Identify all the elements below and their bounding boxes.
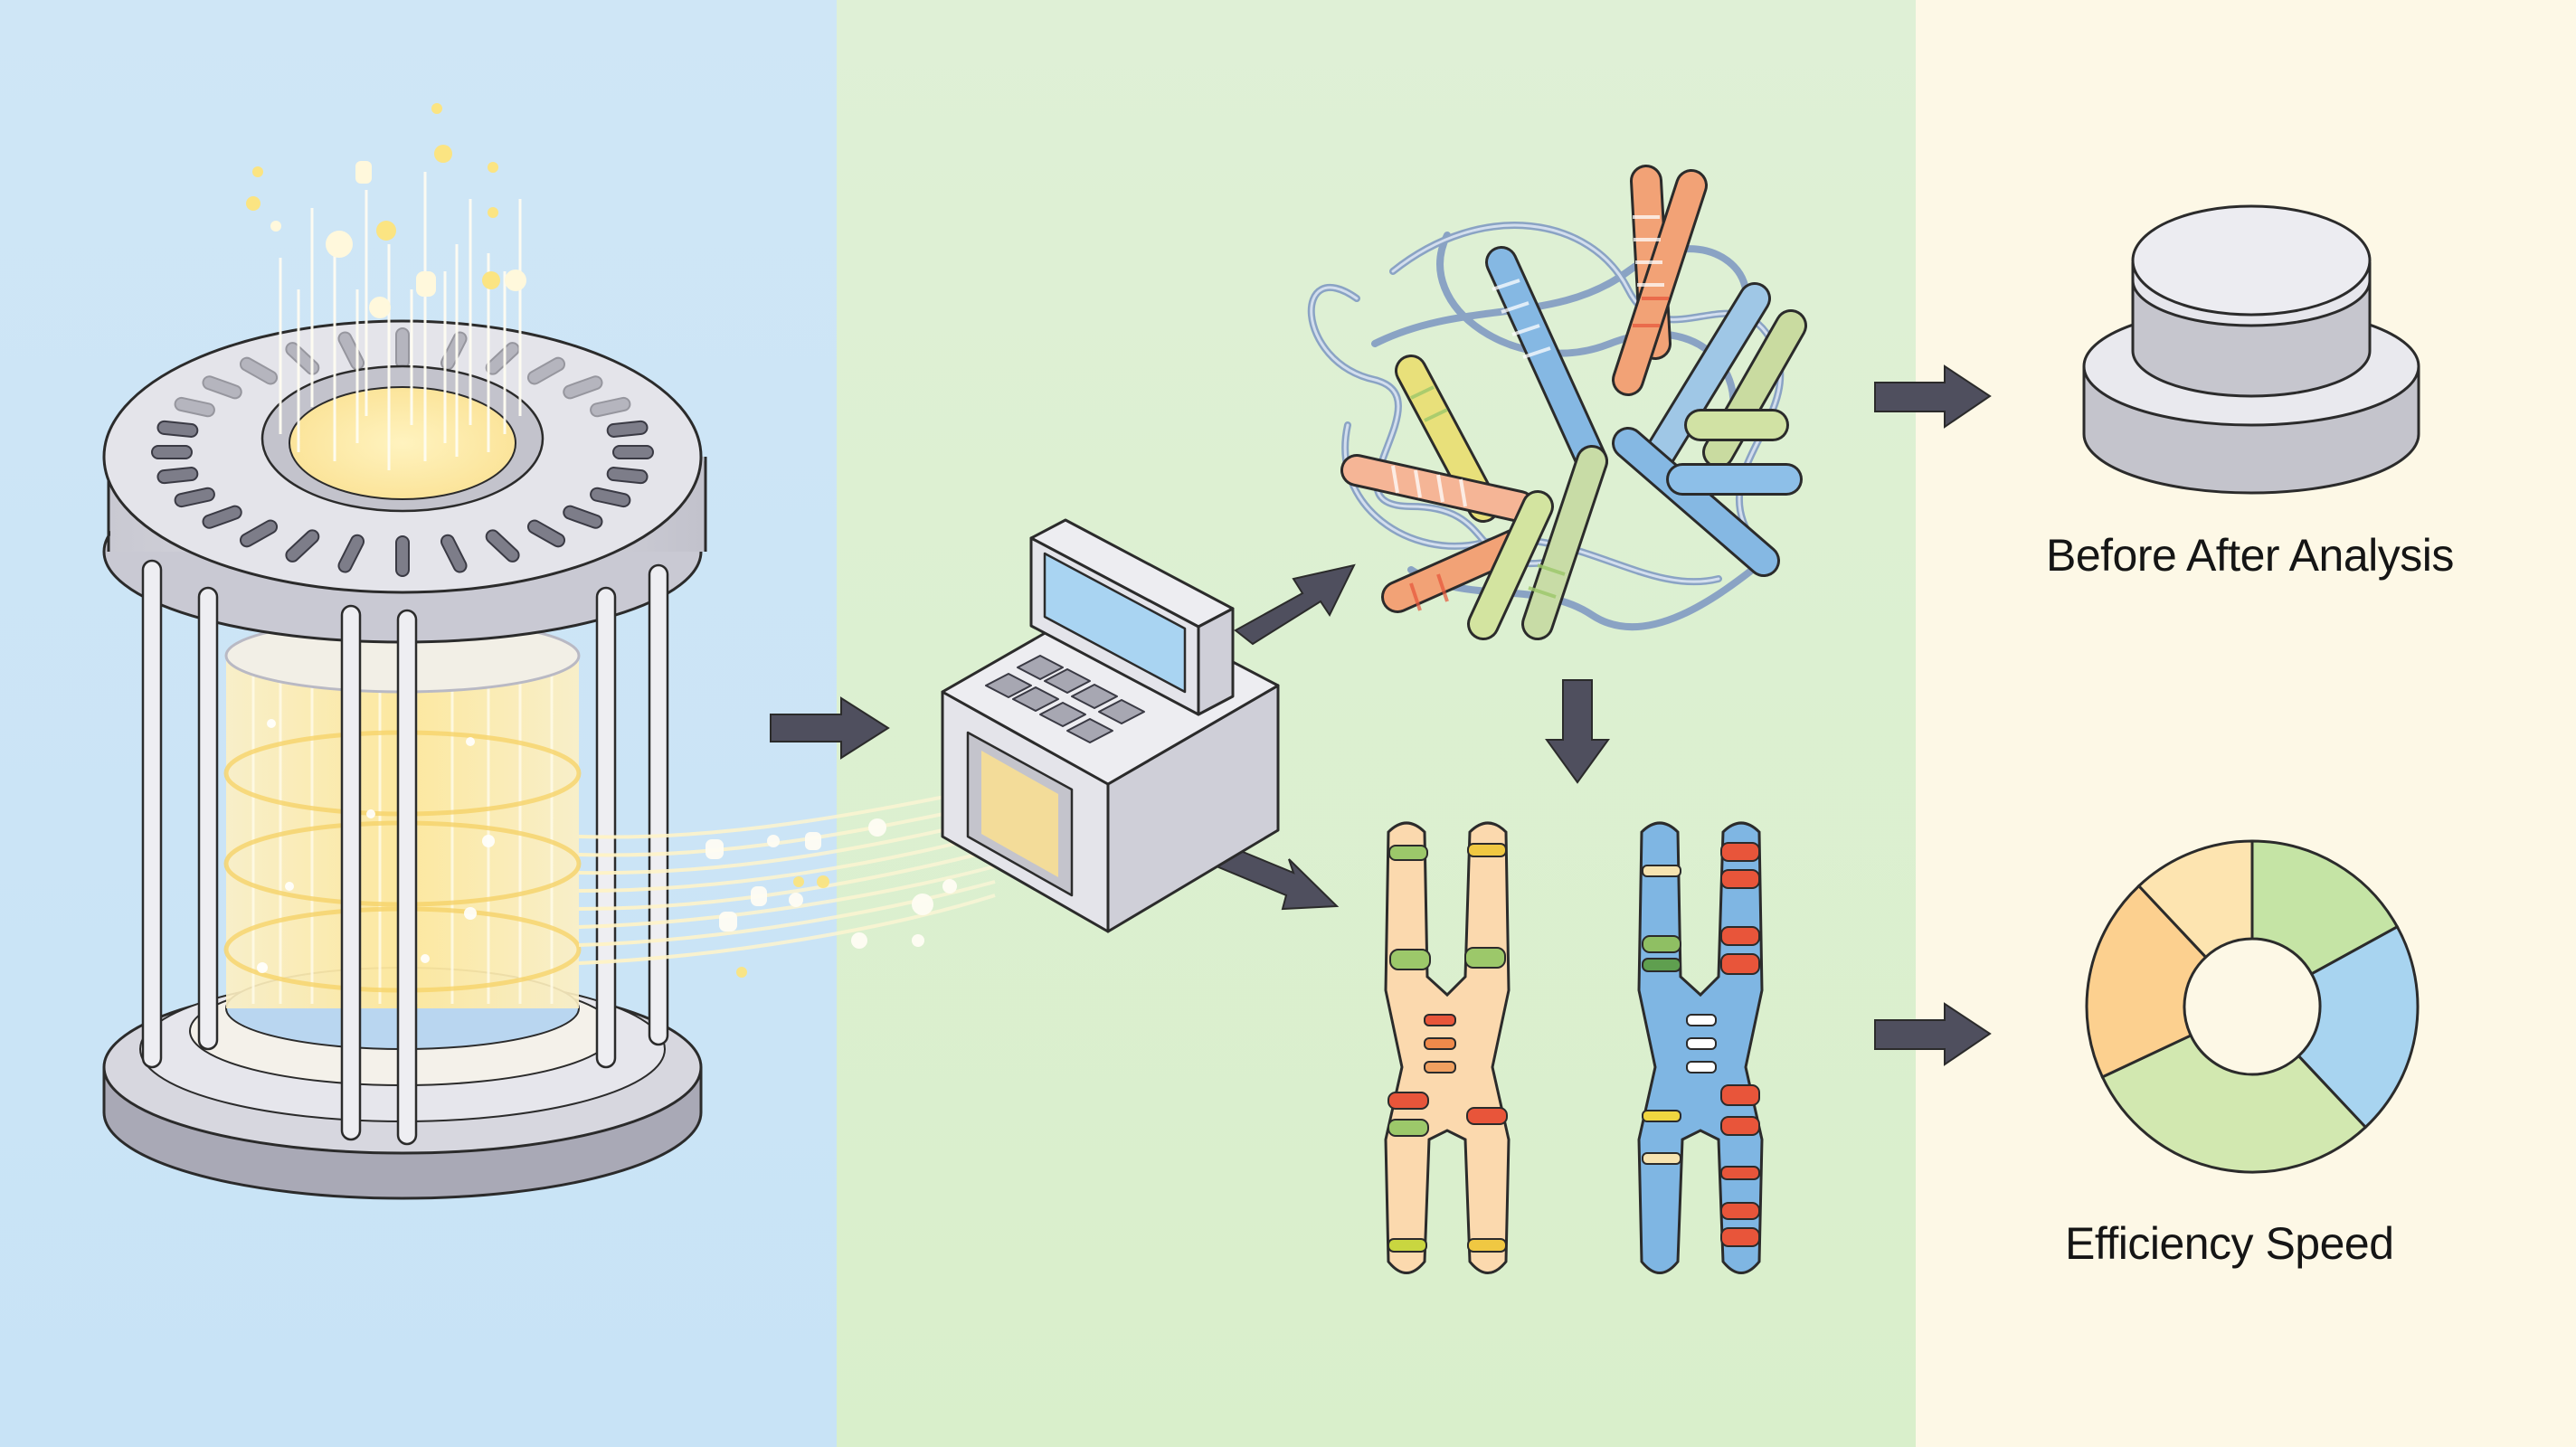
vent-slot (526, 519, 566, 548)
arrow-up-right-icon (1234, 563, 1356, 646)
vent-slot (239, 519, 279, 548)
vent-slot (563, 505, 603, 529)
data-beam (578, 785, 996, 965)
quantum-reactor-icon (102, 103, 707, 1200)
vent-slot (440, 534, 468, 573)
arrow-right-upper-icon (1874, 364, 1992, 429)
vent-slot (239, 356, 279, 385)
donut-segment-1 (2250, 839, 2400, 976)
vent-slot (395, 535, 410, 577)
vent-slot (285, 529, 320, 563)
chromosome-pair-icon (1384, 821, 1764, 1274)
vent-slot (485, 529, 520, 563)
vent-slot (590, 487, 631, 508)
vent-slot (590, 396, 631, 418)
vent-slot (395, 327, 410, 369)
arrow-down-icon (1545, 679, 1610, 784)
vent-slot (606, 420, 649, 438)
before-after-analysis-label: Before After Analysis (2046, 530, 2454, 581)
vent-slot (612, 445, 654, 459)
tangled-chromosomes-icon (1307, 165, 1807, 640)
donut-segment-3 (2100, 1033, 2368, 1174)
vent-slot (174, 487, 215, 508)
vent-slot (156, 420, 199, 438)
vent-slot (526, 356, 566, 385)
vent-slot (156, 467, 199, 485)
donut-chart (2085, 839, 2420, 1174)
donut-segment-4 (2085, 884, 2208, 1079)
vent-slot (174, 396, 215, 418)
donut-segment-2 (2297, 924, 2420, 1130)
stacked-cylinder-icon (2082, 204, 2420, 495)
efficiency-speed-label: Efficiency Speed (2065, 1218, 2394, 1269)
peach-chromosome (1384, 821, 1511, 1274)
vent-slot (202, 505, 242, 529)
computer-scanner-icon (941, 518, 1280, 933)
blue-chromosome (1637, 821, 1764, 1274)
vent-slot (606, 467, 649, 485)
donut-segment-5 (2136, 839, 2254, 960)
vent-slot (337, 534, 365, 573)
arrow-right-lower-icon (1874, 1002, 1992, 1066)
vent-slot (151, 445, 193, 459)
beam-particles (706, 818, 957, 978)
arrow-right-icon (770, 696, 890, 760)
vent-slot (202, 375, 242, 400)
vent-slot (563, 375, 603, 400)
